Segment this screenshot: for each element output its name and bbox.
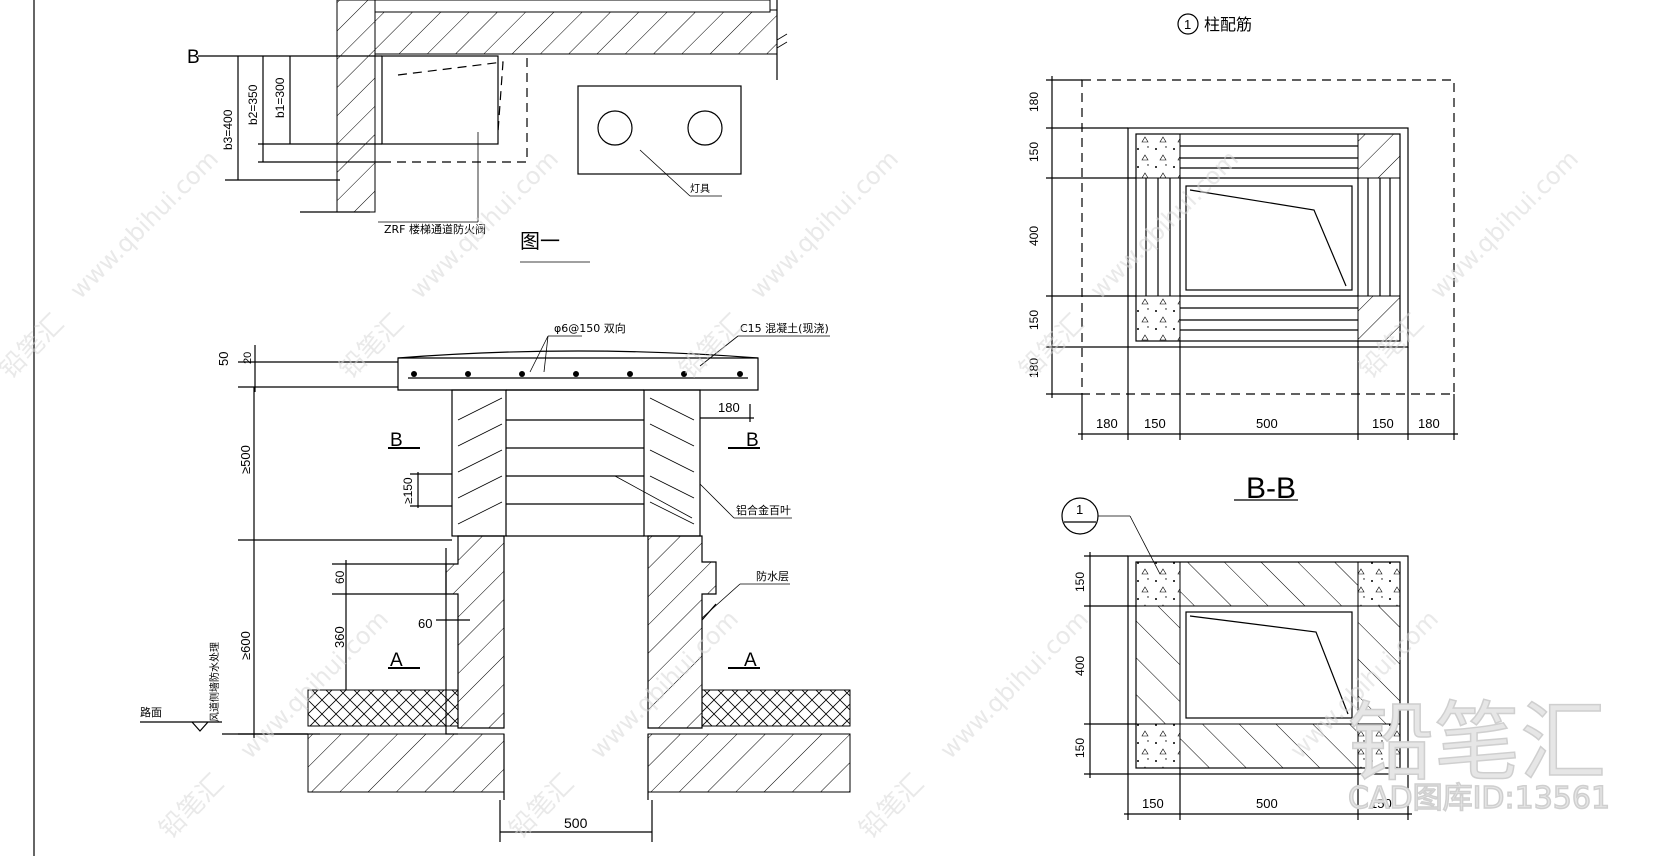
dim-20: 20 [242, 352, 254, 364]
brand-id-text: CAD图库ID:13561 [1348, 781, 1610, 816]
bb-hdim-left: 150 [1142, 796, 1164, 811]
rebar-hdim-right-inner: 150 [1372, 416, 1394, 431]
dim-500-horizontal: 500 [564, 815, 588, 831]
section-bb-marker: 1 [1076, 502, 1083, 517]
dim-150-vertical: ≥150 [401, 477, 415, 504]
top-detail [198, 0, 788, 263]
label-louver: 铝合金百叶 [736, 503, 791, 517]
vent-detail [140, 335, 851, 842]
watermark-brand: 铅笔汇 [0, 309, 70, 385]
dim-b3: b3=400 [221, 109, 235, 150]
rebar-vdim-top-outer: 180 [1027, 92, 1041, 112]
rebar-plan [1046, 13, 1458, 440]
rebar-title-number: 1 [1184, 17, 1191, 32]
section-mark-b-top: B [187, 47, 200, 68]
section-bb [1061, 497, 1412, 820]
rebar-hdim-left-outer: 180 [1096, 416, 1118, 431]
watermark-brand: 铅笔汇 [154, 769, 230, 845]
section-b-left: B [390, 430, 403, 451]
watermark-brand: 铅笔汇 [854, 769, 930, 845]
dim-360: 360 [332, 626, 347, 648]
label-concrete: C15 混凝土(现浇) [740, 321, 829, 335]
rebar-vdim-top-inner: 150 [1027, 142, 1041, 162]
bb-vdim-middle: 400 [1073, 656, 1087, 676]
label-side-wall: 风道侧墙防水处理 [208, 642, 221, 722]
watermark-text: www.qbihui.com [744, 145, 903, 304]
dim-b2: b2=350 [246, 84, 260, 125]
bb-hdim-right: 150 [1370, 796, 1392, 811]
dim-180-vent: 180 [718, 400, 740, 415]
rebar-hdim-middle: 500 [1256, 416, 1278, 431]
dim-600-vertical: ≥600 [238, 631, 253, 660]
rebar-title: 柱配筋 [1204, 15, 1252, 34]
label-rebar: φ6@150 双向 [554, 321, 626, 335]
caption-figure-one: 图一 [520, 229, 560, 253]
rebar-hdim-right-outer: 180 [1418, 416, 1440, 431]
rebar-vdim-bottom-outer: 180 [1027, 358, 1041, 378]
brand-logo-text: 铅笔汇 [1348, 693, 1606, 793]
section-a-left: A [390, 650, 403, 671]
rebar-hdim-left-inner: 150 [1144, 416, 1166, 431]
dim-500-vertical: ≥500 [238, 445, 253, 474]
label-fixture: 灯具 [690, 183, 710, 195]
watermark-brand: 铅笔汇 [334, 309, 410, 385]
dim-b1: b1=300 [273, 77, 287, 118]
label-waterproof: 防水层 [756, 569, 789, 583]
section-b-right: B [746, 430, 759, 451]
rebar-vdim-middle: 400 [1027, 226, 1041, 246]
watermark-text: www.qbihui.com [934, 605, 1093, 764]
watermark-brand: 铅笔汇 [504, 769, 580, 845]
rebar-vdim-bottom-inner: 150 [1027, 310, 1041, 330]
dim-60-horizontal: 60 [418, 616, 432, 631]
bb-hdim-middle: 500 [1256, 796, 1278, 811]
label-ground: 路面 [140, 706, 162, 719]
dim-60-vertical: 60 [333, 570, 347, 584]
bb-vdim-bottom: 150 [1073, 738, 1087, 758]
label-zrf-damper: ZRF 楼梯通道防火阀 [384, 222, 486, 236]
dim-50: 50 [216, 352, 231, 366]
watermark-text: www.qbihui.com [64, 145, 223, 304]
section-bb-title: B-B [1246, 472, 1296, 505]
section-a-right: A [744, 650, 757, 671]
watermark-text: www.qbihui.com [1424, 145, 1583, 304]
bb-vdim-top: 150 [1073, 572, 1087, 592]
